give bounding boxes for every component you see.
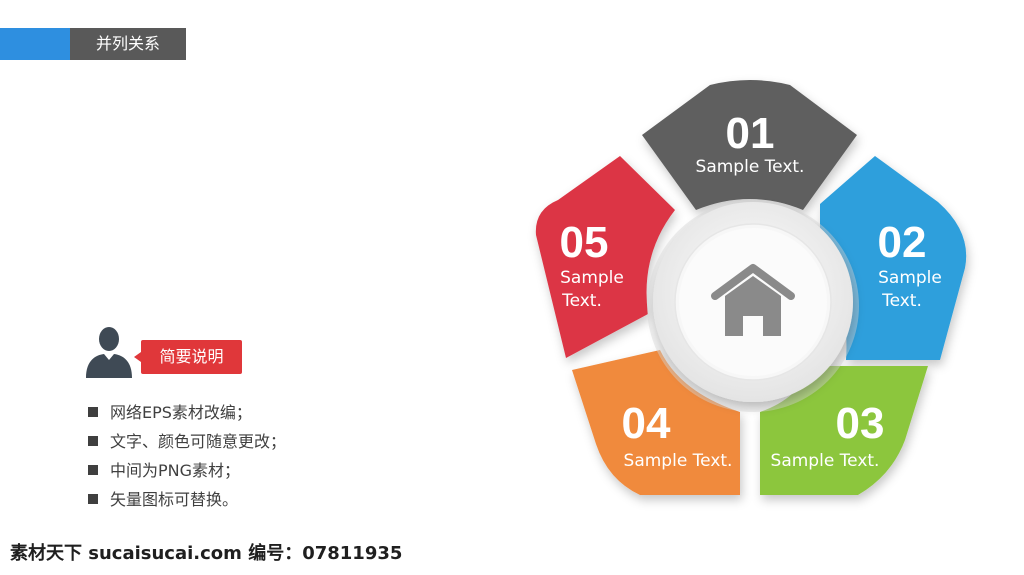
segment-01-shape <box>642 80 857 210</box>
segment-03-label: Sample Text. <box>771 451 880 471</box>
segment-01-label: Sample Text. <box>696 157 805 177</box>
title-accent-bar <box>0 28 70 60</box>
section-title: 并列关系 <box>70 28 186 60</box>
segment-02: 02 Sample Text. <box>820 156 967 360</box>
home-icon <box>711 264 795 336</box>
segment-01-number: 01 <box>726 109 775 158</box>
bullet-item: 文字、颜色可随意更改； <box>88 427 286 456</box>
segment-04: 04 Sample Text. <box>572 350 740 495</box>
square-bullet-icon <box>88 407 98 417</box>
segment-04-number: 04 <box>622 399 671 448</box>
segment-02-label-line1: Sample <box>878 268 942 288</box>
segment-05-number: 05 <box>560 218 609 267</box>
pentagon-diagram: 01 Sample Text. 02 Sample Text. 03 Sampl… <box>535 80 967 495</box>
segment-05-label-line1: Sample <box>560 268 624 288</box>
segment-02-label-line2: Text. <box>881 291 922 311</box>
segment-04-shape <box>572 350 740 495</box>
square-bullet-icon <box>88 494 98 504</box>
segment-05-shape <box>535 156 675 358</box>
segment-05: 05 Sample Text. <box>535 156 675 358</box>
segment-03-number: 03 <box>836 399 885 448</box>
square-bullet-icon <box>88 465 98 475</box>
bullet-item: 中间为PNG素材； <box>88 456 286 485</box>
segment-01: 01 Sample Text. <box>642 80 857 210</box>
segment-02-number: 02 <box>878 218 927 267</box>
bullet-item: 网络EPS素材改编； <box>88 398 286 427</box>
segment-02-shape <box>820 156 967 360</box>
bullet-item: 矢量图标可替换。 <box>88 485 286 514</box>
summary-callout: 简要说明 <box>134 340 242 374</box>
person-icon <box>86 327 132 378</box>
section-title-bar: 并列关系 <box>0 28 186 60</box>
segment-03-shape <box>760 366 928 495</box>
square-bullet-icon <box>88 436 98 446</box>
watermark-text: 素材天下 sucaisucai.com 编号：07811935 <box>10 543 403 564</box>
segment-05-label-line2: Text. <box>561 291 602 311</box>
bullet-list: 网络EPS素材改编； 文字、颜色可随意更改； 中间为PNG素材； 矢量图标可替换… <box>88 398 286 514</box>
segment-04-label: Sample Text. <box>624 451 733 471</box>
segment-03: 03 Sample Text. <box>760 366 928 495</box>
